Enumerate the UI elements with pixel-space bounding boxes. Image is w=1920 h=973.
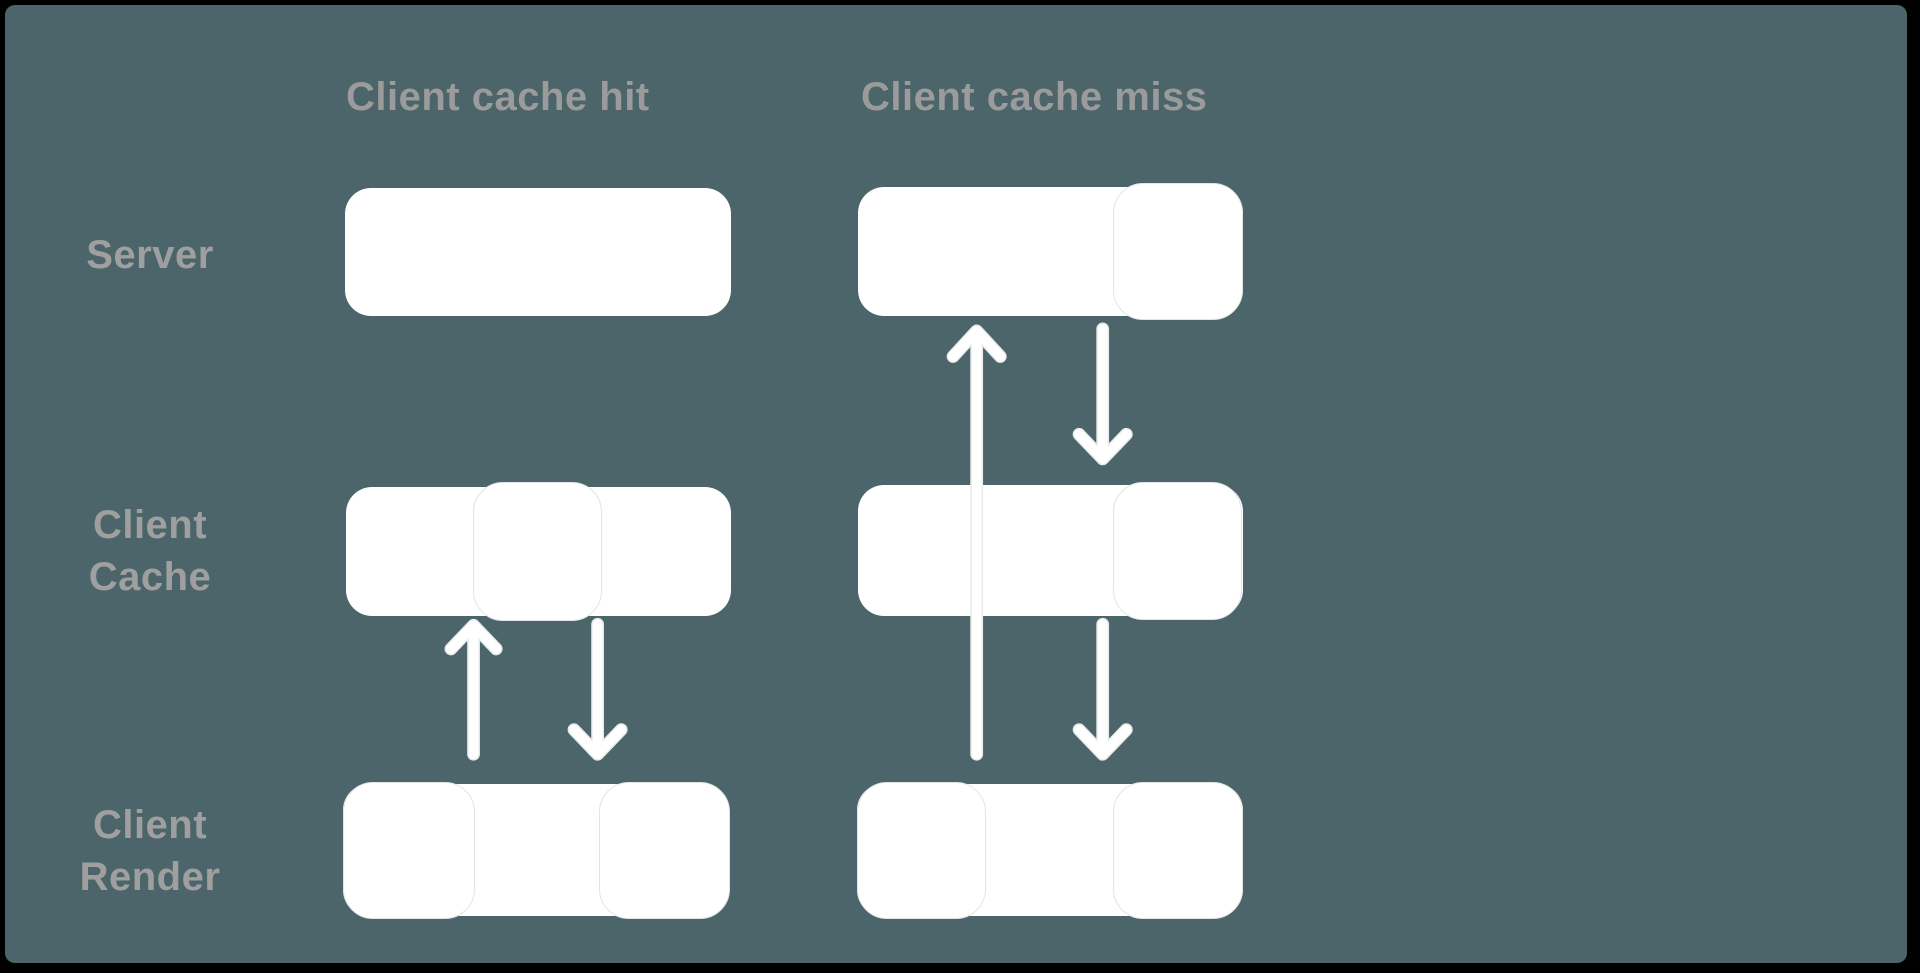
node-box-seam (473, 482, 602, 621)
row-label-render-line-1: Client (92, 803, 208, 847)
node-box-seam (1113, 482, 1242, 620)
arrow-down-icon-hit-cache-to-render (567, 617, 628, 761)
arrow-down-icon-miss-server-to-cache (1072, 322, 1133, 466)
row-label-client-cache: Client Cache (30, 499, 270, 603)
node-box-seam (343, 782, 475, 919)
row-label-server: Server (30, 229, 270, 281)
row-label-cache-line-2: Cache (88, 555, 212, 599)
row-label-cache-line-1: Client (92, 503, 208, 547)
node-box-seam (857, 782, 986, 919)
column-title-client-cache-miss: Client cache miss (861, 75, 1208, 119)
row-label-client-render: Client Render (30, 799, 270, 903)
node-box-seam (1113, 782, 1243, 919)
diagram-panel: Client cache hit Client cache miss Serve… (5, 5, 1907, 963)
row-label-render-line-2: Render (79, 855, 221, 899)
column-title-client-cache-hit: Client cache hit (346, 75, 650, 119)
arrow-up-icon-hit-render-to-cache (444, 618, 503, 761)
node-box-seam (599, 782, 730, 919)
node-box-hit-server (345, 188, 731, 316)
arrow-down-icon-miss-cache-to-render (1072, 617, 1133, 761)
row-label-server-line: Server (86, 233, 214, 277)
node-box-seam (1113, 183, 1243, 320)
